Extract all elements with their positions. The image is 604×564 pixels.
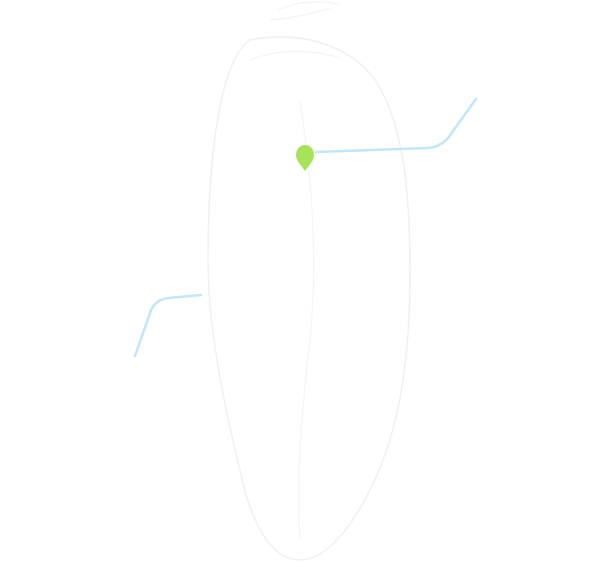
terrain-ridge <box>298 99 315 541</box>
route-line[interactable] <box>314 97 478 154</box>
route-line[interactable] <box>133 293 203 358</box>
terrain-outline <box>207 36 411 561</box>
map-pin-icon[interactable] <box>296 145 314 171</box>
terrain-ridge <box>249 50 341 61</box>
terrain-ridge <box>269 1 341 21</box>
route-layer <box>133 97 478 358</box>
terrain-layer <box>207 1 411 561</box>
location-marker[interactable] <box>296 145 314 171</box>
